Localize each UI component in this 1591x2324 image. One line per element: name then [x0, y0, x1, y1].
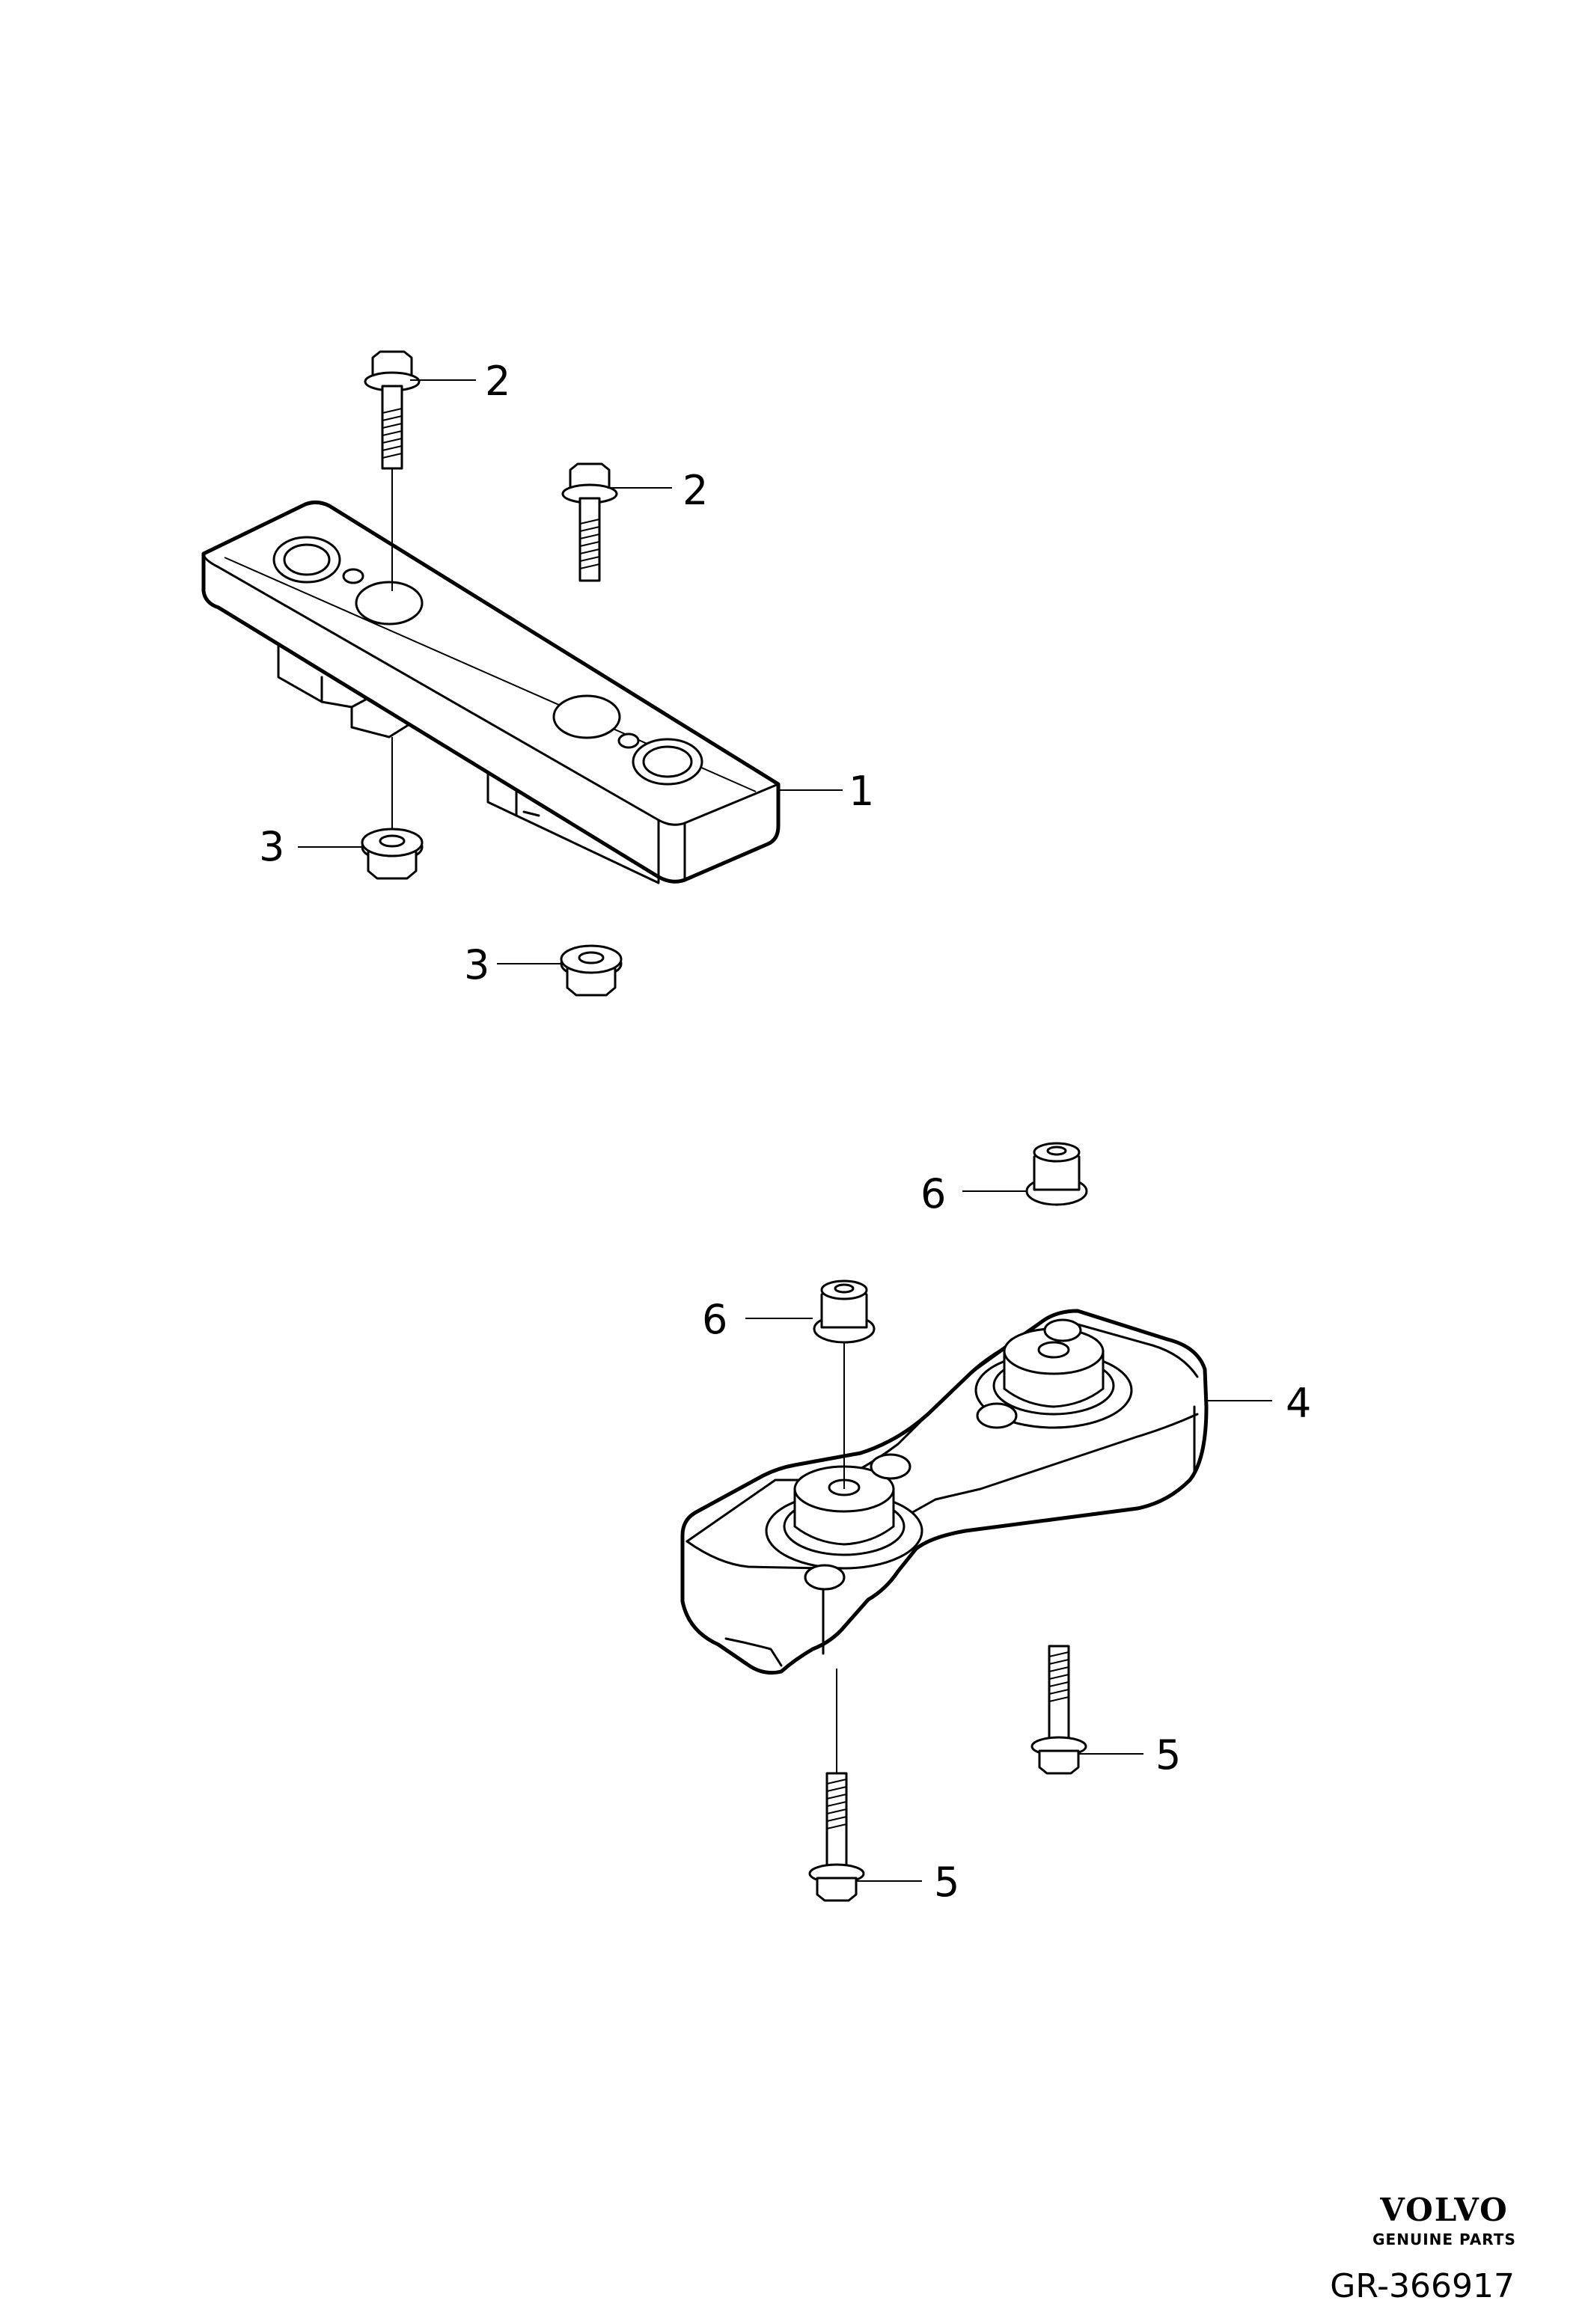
- bolt-part-5a: [1030, 1645, 1087, 1775]
- bracket-part-1: [201, 500, 781, 884]
- callout-4: 4: [1286, 1380, 1311, 1427]
- callout-2a: 2: [485, 358, 510, 405]
- callout-3a: 3: [259, 823, 284, 870]
- callout-6a: 6: [920, 1170, 946, 1217]
- callout-labels: 2 2 1 3 3 6 6 4 5 5: [259, 358, 1311, 1906]
- nut-part-3b: [560, 944, 623, 997]
- callout-6b: 6: [702, 1296, 727, 1343]
- callout-5a: 5: [1155, 1731, 1181, 1779]
- bolt-part-5b: [808, 1669, 865, 1902]
- callout-3b: 3: [464, 941, 489, 988]
- callout-2b: 2: [682, 467, 708, 514]
- brand-logo: VOLVO: [1379, 2192, 1508, 2228]
- callout-1: 1: [849, 768, 874, 815]
- brand-block: VOLVO GENUINE PARTS GR-366917: [1330, 2192, 1516, 2305]
- brand-tagline: GENUINE PARTS: [1372, 2230, 1516, 2248]
- leader-lines: [298, 379, 1272, 1882]
- bolt-part-2a: [364, 350, 421, 591]
- nut-part-6a: [1025, 1142, 1088, 1206]
- mount-part-4: [680, 1309, 1209, 1675]
- nut-part-6b: [813, 1279, 876, 1489]
- nut-part-3a: [361, 737, 424, 880]
- callout-5b: 5: [934, 1859, 959, 1906]
- bolt-part-2b: [561, 462, 618, 582]
- diagram-reference: GR-366917: [1330, 2267, 1515, 2305]
